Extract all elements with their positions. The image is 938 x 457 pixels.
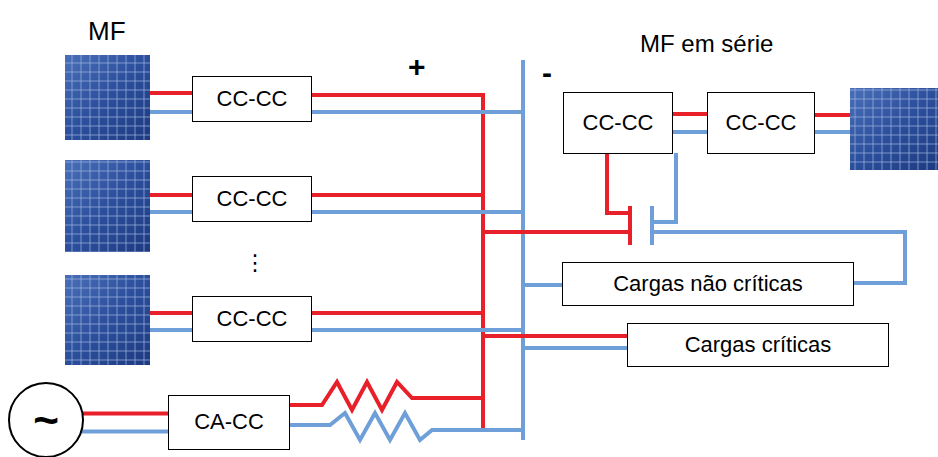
box-label: CC-CC xyxy=(217,187,288,211)
wire xyxy=(672,112,708,116)
box-label: ~ xyxy=(33,396,59,444)
diagram-label: MF xyxy=(88,18,126,44)
wire xyxy=(81,430,169,434)
wire xyxy=(82,412,169,416)
box-label: Cargas críticas xyxy=(685,333,832,357)
converter-box: CC-CC xyxy=(707,92,815,154)
converter-box: CC-CC xyxy=(563,92,673,154)
diagram-label: MF em série xyxy=(640,32,773,56)
solar-panel xyxy=(65,55,938,365)
box-label: CA-CC xyxy=(194,410,264,434)
load-box: Cargas não críticas xyxy=(562,262,854,306)
box-label: CC-CC xyxy=(217,87,288,111)
box-label: Cargas não críticas xyxy=(613,272,803,296)
converter-box: CC-CC xyxy=(192,176,312,222)
converter-box: CC-CC xyxy=(192,76,312,122)
diagram-label: + xyxy=(408,52,426,82)
wire-pair xyxy=(672,114,708,132)
box-label: CC-CC xyxy=(583,111,654,135)
dc-wires xyxy=(150,60,905,440)
diagram-label: - xyxy=(542,58,552,88)
box-label: CC-CC xyxy=(726,111,797,135)
diagram-label: ⋮ xyxy=(244,252,266,274)
box-label: CC-CC xyxy=(217,307,288,331)
ac-source-circle: ~ xyxy=(8,382,84,457)
load-box: Cargas críticas xyxy=(627,323,889,367)
converter-box: CC-CC xyxy=(192,296,312,342)
wire xyxy=(672,130,708,134)
wire-pair xyxy=(81,414,169,432)
converter-box: CA-CC xyxy=(168,395,290,450)
